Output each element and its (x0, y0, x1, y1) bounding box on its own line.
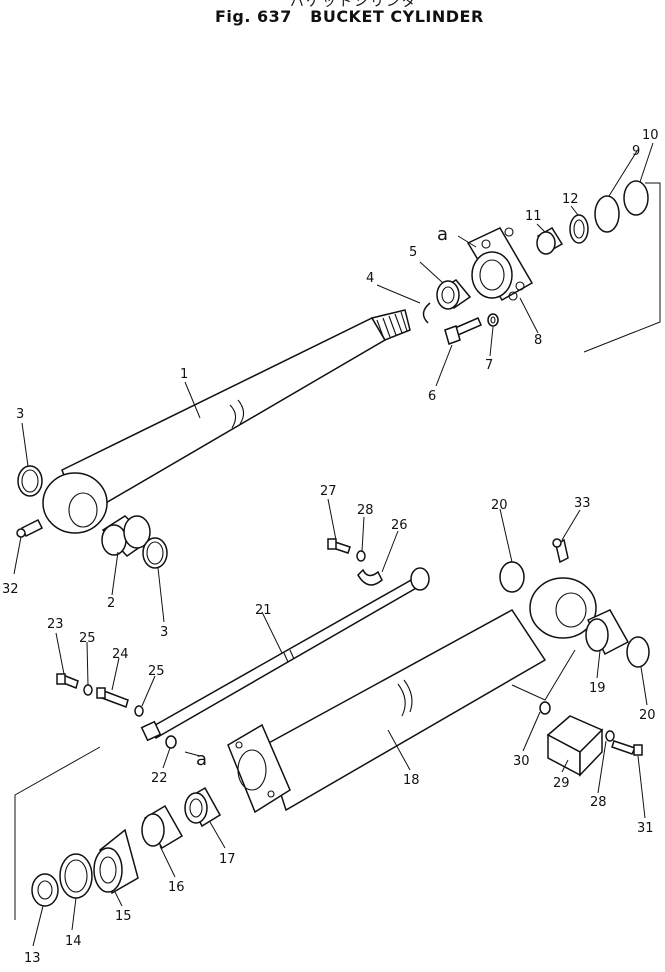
dust-seal-rod-end (142, 537, 168, 569)
callout-label: 23 (47, 617, 64, 632)
piston-ring (59, 853, 93, 899)
callout-label: 17 (219, 852, 236, 867)
piston-nut (31, 873, 59, 907)
head-washer (487, 313, 499, 327)
callout-label: 28 (590, 795, 607, 810)
callout-label: 7 (485, 358, 493, 373)
cylinder-tube (227, 577, 597, 814)
washer-flange-b (134, 705, 144, 717)
pipe-clamp (357, 568, 383, 586)
callout-label: 20 (639, 708, 656, 723)
head-bushing (536, 226, 564, 255)
dust-seal-tube-top (499, 561, 525, 593)
rod-seal (569, 214, 589, 244)
callout-label: 1 (180, 367, 188, 382)
rod-bushing (101, 515, 152, 557)
backup-ring (594, 195, 620, 233)
pipe-joint-upper (410, 567, 430, 591)
callout-label: 27 (320, 484, 337, 499)
dust-seal-tube-end (626, 636, 650, 668)
callout-label: 4 (366, 271, 374, 286)
callout-label: 25 (148, 664, 165, 679)
clamp-bolt (327, 538, 351, 554)
washer-flange-a (83, 684, 93, 696)
callout-label: 11 (525, 209, 542, 224)
callout-label: 24 (112, 647, 129, 662)
callout-label: 13 (24, 951, 41, 966)
callout-label: 32 (2, 582, 19, 597)
callout-label: 25 (79, 631, 96, 646)
snap-ring (422, 302, 431, 324)
callout-label: 28 (357, 503, 374, 518)
o-ring-valve (539, 701, 551, 715)
leader-lines (13, 142, 654, 947)
grease-fitting-tube (552, 538, 569, 564)
rod-nut (436, 279, 472, 310)
wear-ring (141, 804, 184, 850)
callout-label: 31 (637, 821, 654, 836)
callout-label: 21 (255, 603, 272, 618)
grease-fitting-rod (16, 518, 44, 538)
callout-labels: 1 2 3 3 4 5 6 7 8 9 10 11 12 13 14 15 16… (2, 128, 659, 966)
callout-label: 2 (107, 596, 115, 611)
figure-heading: バケットシリンダ Fig. 637 BUCKET CYLINDER (0, 0, 665, 40)
cushion-sleeve (184, 786, 222, 828)
reference-mark-lower: a (196, 749, 207, 770)
callout-label: 3 (160, 625, 168, 640)
callout-label: 12 (562, 192, 579, 207)
callout-label: 33 (574, 496, 591, 511)
callout-label: 22 (151, 771, 168, 786)
callout-label: 26 (391, 518, 408, 533)
callout-label: 30 (513, 754, 530, 769)
callout-label: 5 (409, 245, 417, 260)
figure-title: Fig. 637 BUCKET CYLINDER (215, 7, 484, 26)
o-ring-head (623, 180, 649, 216)
callout-label: 10 (642, 128, 659, 143)
callout-label: 15 (115, 909, 132, 924)
callout-label: 18 (403, 773, 420, 788)
tube-bushing (585, 609, 630, 656)
valve-bolt (611, 740, 643, 756)
o-ring-flange (165, 735, 177, 749)
cylinder-head (466, 227, 534, 302)
dust-seal-rod-left (17, 465, 43, 497)
callout-label: 14 (65, 934, 82, 949)
washer-valve (605, 730, 615, 742)
callout-label: 20 (491, 498, 508, 513)
japanese-title: バケットシリンダ (290, 0, 418, 10)
head-bolt (444, 317, 482, 345)
callout-label: 19 (589, 681, 606, 696)
callout-label: 16 (168, 880, 185, 895)
callout-label: 9 (632, 144, 640, 159)
piston-rod (42, 309, 411, 534)
callout-label: 6 (428, 389, 436, 404)
callout-label: 29 (553, 776, 570, 791)
reference-mark-upper: a (437, 224, 448, 245)
flange-bolt-long (96, 687, 129, 708)
callout-label: 8 (534, 333, 542, 348)
flange-bolt-short (56, 673, 79, 690)
piston (93, 828, 139, 895)
callout-label: 3 (16, 407, 24, 422)
washer-clamp (356, 550, 366, 562)
valve-block (546, 715, 604, 777)
